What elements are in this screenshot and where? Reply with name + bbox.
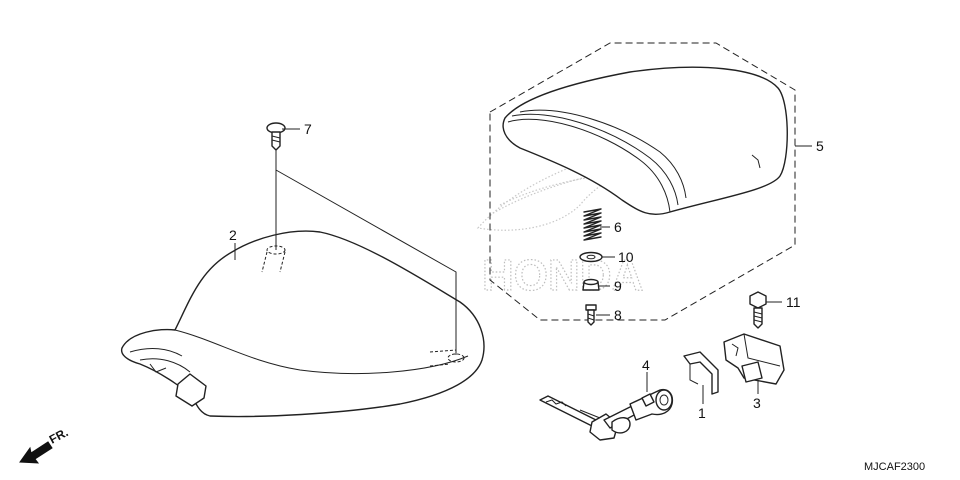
leader-lines — [234, 128, 812, 404]
callout-4: 4 — [642, 357, 650, 373]
callout-5: 5 — [816, 138, 824, 154]
honda-watermark: HONDA — [476, 129, 701, 301]
part4-key-cylinder — [539, 388, 674, 441]
part1-clip — [683, 351, 719, 395]
callout-11: 11 — [786, 294, 801, 310]
front-arrow-icon — [19, 441, 53, 464]
part5-assembly-boundary — [489, 42, 796, 321]
front-label: FR. — [47, 425, 71, 446]
front-direction-indicator: FR. — [19, 425, 71, 464]
part7-screw — [266, 122, 286, 151]
part3-latch — [723, 333, 785, 385]
callout-9: 9 — [614, 278, 622, 294]
part9-nut — [582, 278, 600, 291]
callout-10: 10 — [618, 249, 634, 265]
diagram-code: MJCAF2300 — [864, 461, 925, 473]
callout-7: 7 — [304, 121, 312, 137]
part2-rider-seat — [120, 230, 485, 418]
part6-spring — [583, 208, 602, 241]
part10-washer — [579, 251, 603, 263]
part5-pillion-seat — [502, 66, 788, 216]
assembly-line-7 — [275, 150, 457, 355]
callout-8: 8 — [614, 307, 622, 323]
callout-1: 1 — [698, 405, 706, 421]
watermark-wordmark: HONDA — [482, 251, 643, 300]
part8-screw — [585, 304, 597, 326]
callout-3: 3 — [753, 395, 761, 411]
callout-6: 6 — [614, 219, 622, 235]
callout-2: 2 — [229, 227, 237, 243]
part11-bolt — [749, 291, 767, 329]
